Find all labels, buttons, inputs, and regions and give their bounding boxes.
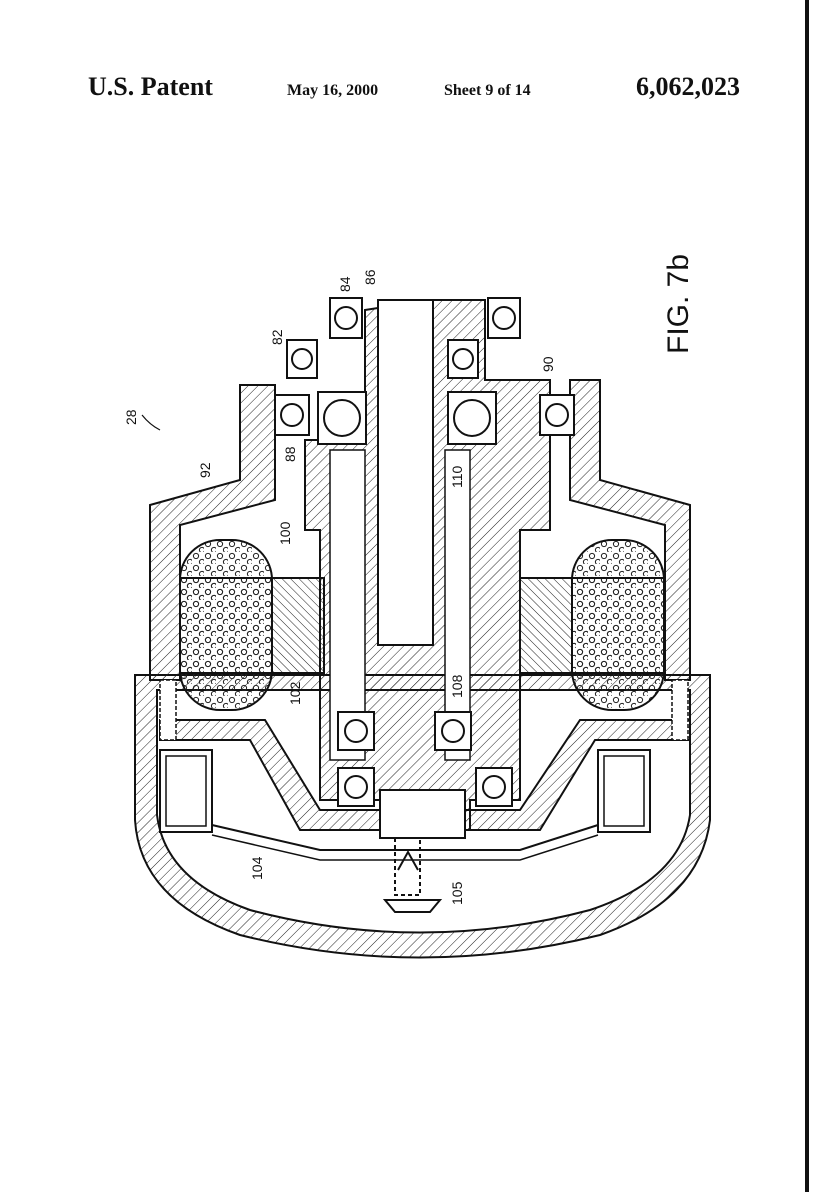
figure-label-text: FIG. 7b	[662, 254, 695, 354]
stator-winding-left	[180, 540, 272, 710]
figure-label: FIG. 7b	[640, 250, 730, 360]
ref-92: 92	[197, 462, 213, 478]
ref-110: 110	[449, 465, 465, 488]
ref-82: 82	[269, 329, 285, 345]
ref-84: 84	[337, 276, 353, 292]
ref-105: 105	[449, 881, 465, 905]
ref-102: 102	[287, 681, 303, 705]
ref-104: 104	[249, 856, 265, 880]
rotor-lamination-right	[520, 578, 572, 673]
stator-winding-right	[572, 540, 664, 710]
ref-88: 88	[282, 446, 298, 462]
ref-100: 100	[277, 521, 293, 545]
ref-108: 108	[449, 674, 465, 698]
rotor-lamination-left	[272, 578, 324, 673]
ref-28: 28	[123, 409, 139, 425]
ref-86: 86	[362, 269, 378, 285]
counterweight-right	[598, 750, 650, 832]
rim-fastener-right	[672, 680, 688, 740]
counterweight-left	[160, 750, 212, 832]
rim-fastener-left	[160, 680, 176, 740]
ref-90: 90	[540, 356, 556, 372]
